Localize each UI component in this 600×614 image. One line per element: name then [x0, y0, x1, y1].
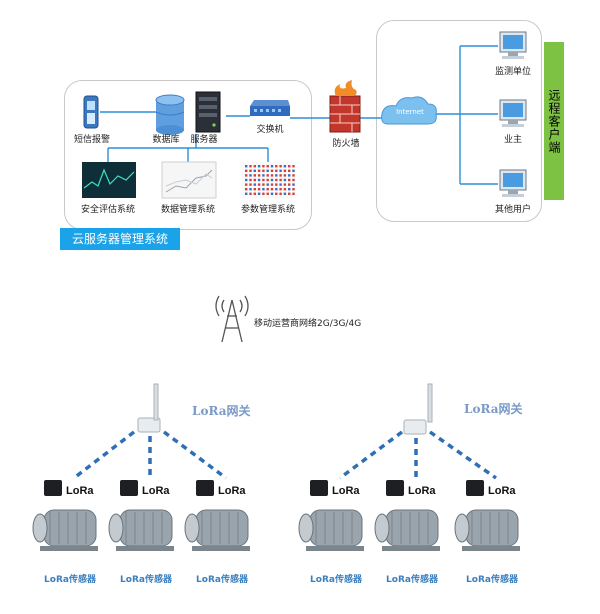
lora-gateway-right	[403, 383, 433, 435]
switch-label: 交换机	[256, 125, 284, 135]
lora-badge: LoRa	[488, 485, 516, 497]
lora-sensor-label: LoRa传感器	[310, 575, 362, 585]
lora-badge: LoRa	[408, 485, 436, 497]
owner-label: 业主	[503, 135, 523, 145]
lora-sensor-label: LoRa传感器	[386, 575, 438, 585]
data-system-screen	[161, 161, 217, 199]
internet-label: Internet	[396, 108, 424, 116]
monitor-icon	[499, 169, 527, 197]
lora-sensor-label: LoRa传感器	[120, 575, 172, 585]
mobile-network-label: 移动运营商网络2G/3G/4G	[254, 319, 362, 329]
lora-badge: LoRa	[218, 485, 246, 497]
safety-system-label: 安全评估系统	[80, 205, 136, 215]
other-users-label: 其他用户	[494, 205, 532, 215]
safety-system-screen	[82, 162, 136, 198]
firewall-label: 防火墙	[332, 139, 360, 149]
lora-sensor-node: LoRa	[298, 480, 364, 551]
gateway-label-right: LoRa网关	[464, 402, 523, 416]
data-system-label: 数据管理系统	[160, 205, 216, 215]
param-system-screen	[242, 162, 296, 198]
monitor-icon	[499, 99, 527, 127]
internet-cloud-icon	[381, 96, 437, 125]
switch-icon	[250, 100, 290, 116]
server-label: 服务器	[190, 135, 218, 145]
lora-sensor-label: LoRa传感器	[44, 575, 96, 585]
firewall-icon	[329, 80, 361, 133]
server-icon	[195, 91, 221, 133]
lora-badge: LoRa	[66, 485, 94, 497]
remote-client-tab: 远程客户端	[544, 42, 564, 200]
cloud-links	[100, 45, 498, 185]
gateway-label-left: LoRa网关	[192, 404, 251, 418]
lora-sensor-label: LoRa传感器	[196, 575, 248, 585]
lora-sensor-node: LoRa	[32, 480, 98, 551]
lora-sensor-node: LoRa	[108, 480, 174, 551]
database-label: 数据库	[152, 135, 180, 145]
lora-gateway-left	[137, 383, 161, 433]
database-icon	[155, 94, 185, 135]
lora-badge: LoRa	[142, 485, 170, 497]
cloud-server-caption: 云服务器管理系统	[60, 228, 180, 250]
lora-sensor-node: LoRa	[184, 480, 250, 551]
lora-sensor-node: LoRa	[454, 480, 520, 551]
sms-alarm-label: 短信报警	[73, 135, 111, 145]
lora-badge: LoRa	[332, 485, 360, 497]
lora-sensor-label: LoRa传感器	[466, 575, 518, 585]
param-system-label: 参数管理系统	[240, 205, 296, 215]
cell-tower-icon	[215, 295, 249, 343]
wireless-links	[72, 430, 498, 480]
monitor-unit-label: 监测单位	[494, 67, 532, 77]
lora-sensor-node: LoRa	[374, 480, 440, 551]
monitor-icon	[499, 31, 527, 59]
phone-icon	[83, 95, 99, 129]
